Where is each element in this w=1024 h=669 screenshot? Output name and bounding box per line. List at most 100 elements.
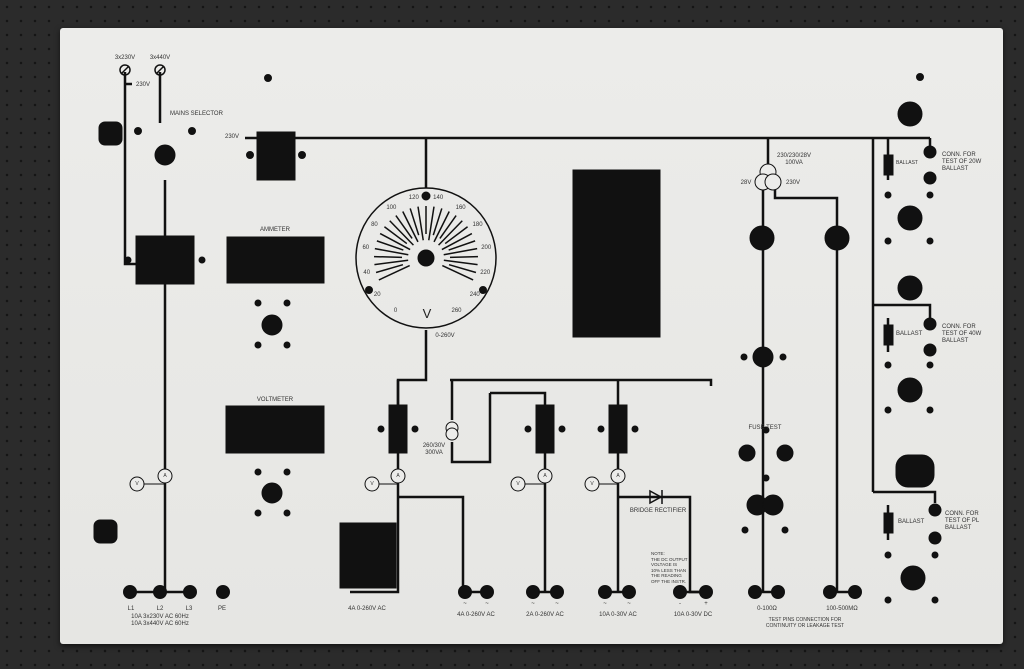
ammeter-label: AMMETER	[260, 227, 290, 233]
polarity-mark: ~	[555, 601, 559, 607]
dial-unit: V	[422, 306, 432, 321]
dial-tick	[443, 259, 478, 266]
mains-rating-1: 10A 3x230V AC 60Hz	[131, 614, 189, 620]
dial-tick	[441, 264, 474, 281]
dial-tick-label: 40	[363, 269, 371, 276]
iso-transformer-va: 300VA	[425, 450, 443, 456]
wiring	[123, 72, 937, 594]
dial-tick-label: 260	[451, 307, 462, 314]
conn-20w-label: CONN. FOR TEST OF 20W BALLAST	[942, 152, 981, 173]
voltage-dial	[355, 187, 497, 329]
dial-tick-label: 140	[433, 195, 444, 202]
terminal-label-l1: L1	[127, 606, 135, 612]
fuse-test-label: FUSE TEST	[748, 425, 782, 431]
note-line: THE READING	[651, 573, 682, 578]
dial-tick-label: 200	[481, 245, 492, 252]
switch-label-440: 3x440V	[149, 55, 171, 61]
dial-tick	[428, 206, 435, 241]
diode-symbol	[649, 489, 663, 505]
dial-tick	[395, 215, 413, 239]
test-transformer-28v: 28V	[740, 180, 752, 186]
conn-line: TEST OF 20W	[942, 159, 982, 165]
output-label-2a: 2A 0-260V AC	[526, 612, 564, 618]
terminal-label-pe: PE	[217, 606, 227, 612]
dial-tick-label: 240	[469, 291, 480, 298]
dial-tick	[374, 247, 409, 256]
dial-tick	[376, 240, 404, 251]
voltmeter-label: VOLTMETER	[256, 397, 294, 403]
output-label-30v-ac: 10A 0-30V AC	[599, 612, 637, 618]
dial-tick	[443, 247, 478, 256]
dial-tick	[402, 211, 419, 243]
note-line: VOLTAGE IS	[651, 562, 678, 567]
mains-switch-screws	[119, 64, 166, 76]
voltmeter-symbol: V	[370, 481, 374, 487]
polarity-mark: ~	[627, 601, 631, 607]
output-label-4a: 4A 0-260V AC	[457, 612, 495, 618]
ballast-label: BALLAST	[896, 160, 918, 166]
dial-tick-label: 180	[472, 222, 483, 229]
ammeter-symbol: A	[543, 473, 547, 479]
conn-line: CONN. FOR	[945, 511, 979, 517]
dial-tick	[433, 211, 450, 243]
continuity-low-label: 0-100Ω	[757, 606, 777, 612]
bridge-rectifier-label: BRIDGE RECTIFIER	[629, 508, 687, 514]
dial-tick-label: 120	[408, 195, 419, 202]
dial-tick-label: 160	[455, 204, 466, 211]
conn-line: BALLAST	[945, 525, 972, 531]
ammeter-symbol: A	[616, 473, 620, 479]
dial-tick-label: 220	[480, 269, 491, 276]
dial-tick	[432, 208, 443, 236]
dial-tick	[448, 240, 476, 251]
polarity-mark: ~	[485, 601, 489, 607]
terminal-label-l3: L3	[185, 606, 193, 612]
ammeter-symbol: A	[396, 473, 400, 479]
meter-symbols	[129, 163, 782, 492]
terminal-jacks	[123, 585, 862, 599]
dial-tick	[383, 226, 408, 245]
note-line: OFF THE INSTR.	[651, 578, 687, 584]
voltmeter-symbol: V	[516, 481, 520, 487]
polarity-mark: ~	[603, 601, 607, 607]
dial-tick	[375, 263, 404, 274]
ballast-label: BALLAST	[898, 519, 925, 525]
dial-tick	[409, 208, 420, 236]
test-pins-note-1: TEST PINS CONNECTION FOR	[768, 617, 842, 623]
dial-tick-label: 100	[386, 204, 397, 211]
dial-tick-label: 20	[373, 291, 381, 298]
note-line: THE DC OUTPUT	[651, 556, 688, 562]
dial-tick	[417, 206, 424, 241]
iso-transformer-ratio: 260/30V	[422, 443, 446, 449]
iso-transformer-rating: 260/30V 300VA	[423, 443, 445, 457]
output-label-30v-dc: 10A 0-30V DC	[673, 612, 713, 618]
tap-label-230: 230V	[136, 82, 151, 88]
dial-tick	[439, 215, 457, 239]
note-line: NOTE:	[651, 551, 665, 556]
test-transformer-230v: 230V	[785, 180, 801, 186]
relay-input-label: 230V	[225, 134, 240, 140]
dial-range: 0-260V	[435, 333, 455, 339]
dial-tick	[379, 232, 411, 251]
conn-line: BALLAST	[942, 338, 969, 344]
dial-tick	[373, 255, 403, 259]
dial-tick	[438, 220, 463, 246]
conn-line: CONN. FOR	[942, 324, 976, 330]
mains-rating-2: 10A 3x440V AC 60Hz	[131, 621, 189, 627]
test-pins-note-2: CONTINUITY OR LEAKAGE TEST	[765, 623, 845, 629]
conn-line: TEST OF 40W	[942, 331, 982, 337]
variac-output-label: 4A 0-260V AC	[348, 606, 386, 612]
test-transformer-rating: 230/230/28V 100VA	[777, 153, 811, 167]
dial-tick	[374, 259, 409, 266]
dial-tick	[448, 263, 477, 274]
conn-line: CONN. FOR	[942, 152, 976, 158]
note-line: 10% LESS THAN	[651, 567, 687, 573]
dial-tick-label: 80	[371, 222, 378, 229]
dial-tick	[449, 255, 479, 259]
dial-tick	[378, 264, 411, 281]
conn-pl-label: CONN. FOR TEST OF PL BALLAST	[945, 511, 979, 532]
polarity-mark: -	[679, 601, 681, 607]
polarity-mark: ~	[531, 601, 535, 607]
polarity-mark: ~	[463, 601, 467, 607]
conn-line: BALLAST	[942, 166, 969, 172]
voltmeter-symbol: V	[135, 481, 139, 487]
